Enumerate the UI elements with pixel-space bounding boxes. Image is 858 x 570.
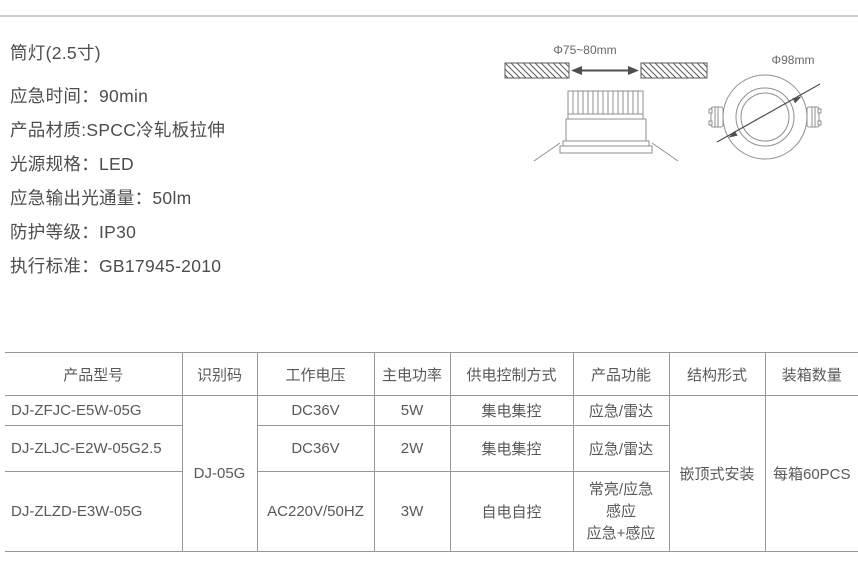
- spec-item: 应急输出光通量：50lm: [10, 188, 192, 208]
- cell-function: 应急/雷达: [572, 425, 670, 472]
- diameter-dimension-label: Φ98mm: [772, 53, 815, 67]
- th-model: 产品型号: [5, 352, 183, 396]
- function-line: 感应: [605, 502, 636, 520]
- spring-clip-right: [651, 142, 679, 162]
- lamp-inner-ring: [735, 87, 795, 147]
- front-view-diagram: Φ98mm: [708, 53, 822, 160]
- diameter-arrow: [716, 83, 821, 143]
- cutout-width-arrow: [571, 66, 639, 75]
- cell-voltage: DC36V: [256, 395, 375, 426]
- spring-clip-left: [533, 142, 561, 162]
- cell-power: 5W: [373, 395, 451, 426]
- th-packing: 装箱数量: [764, 352, 858, 396]
- mounting-clip-right: [806, 106, 822, 128]
- dimension-diagram: Φ75~80mm: [504, 43, 822, 162]
- top-divider: [0, 15, 858, 17]
- th-voltage: 工作电压: [256, 352, 375, 396]
- cell-model: DJ-ZLJC-E2W-05G2.5: [5, 425, 183, 472]
- table-header-row: 产品型号 识别码 工作电压 主电功率 供电控制方式 产品功能 结构形式 装箱数量: [5, 352, 858, 396]
- ceiling-section-left: [504, 62, 570, 79]
- heatsink-fins: [572, 91, 639, 114]
- lamp-lens: [740, 92, 790, 142]
- cell-power: 3W: [373, 471, 451, 552]
- spec-item: 防护等级：IP30: [10, 222, 137, 242]
- cell-control: 集电集控: [449, 395, 574, 426]
- product-title: 筒灯(2.5寸): [10, 43, 101, 63]
- spec-item: 光源规格：LED: [10, 154, 134, 174]
- cell-packing: 每箱60PCS: [764, 395, 858, 552]
- spec-item: 执行标准：GB17945-2010: [10, 256, 222, 276]
- mounting-clip-left: [708, 106, 724, 128]
- table-row: DJ-ZFJC-E5W-05G DJ-05G DC36V 5W 集电集控 应急/…: [5, 395, 858, 552]
- lamp-side-profile: [533, 90, 679, 162]
- cell-control: 集电集控: [449, 425, 574, 472]
- cell-function: 常亮/应急 感应 应急+感应: [572, 471, 670, 552]
- side-view-diagram: Φ75~80mm: [504, 43, 708, 162]
- cell-voltage: DC36V: [256, 425, 375, 472]
- cell-model: DJ-ZFJC-E5W-05G: [5, 395, 183, 426]
- spec-item: 产品材质:SPCC冷轧板拉伸: [10, 120, 226, 140]
- th-function: 产品功能: [572, 352, 670, 396]
- cell-model: DJ-ZLZD-E3W-05G: [5, 471, 183, 552]
- th-structure: 结构形式: [668, 352, 766, 396]
- th-control: 供电控制方式: [449, 352, 574, 396]
- table-row: DJ-ZLZD-E3W-05G AC220V/50HZ 3W 自电自控 常亮/应…: [5, 471, 858, 552]
- function-line: 应急+感应: [586, 524, 656, 542]
- cell-id-code: DJ-05G: [181, 395, 258, 552]
- th-power: 主电功率: [373, 352, 451, 396]
- cell-function: 应急/雷达: [572, 395, 670, 426]
- ceiling-section-right: [640, 62, 708, 79]
- cell-power: 2W: [373, 425, 451, 472]
- cell-voltage: AC220V/50HZ: [256, 471, 375, 552]
- cell-structure: 嵌顶式安装: [668, 395, 766, 552]
- function-line: 常亮/应急: [588, 480, 654, 498]
- spec-item: 应急时间：90min: [10, 86, 149, 106]
- product-spec-list: 筒灯(2.5寸) 应急时间：90min 产品材质:SPCC冷轧板拉伸 光源规格：…: [10, 36, 225, 283]
- cell-control: 自电自控: [449, 471, 574, 552]
- product-spec-table: 产品型号 识别码 工作电压 主电功率 供电控制方式 产品功能 结构形式 装箱数量…: [5, 352, 858, 552]
- th-id-code: 识别码: [181, 352, 258, 396]
- cutout-dimension-label: Φ75~80mm: [553, 43, 616, 57]
